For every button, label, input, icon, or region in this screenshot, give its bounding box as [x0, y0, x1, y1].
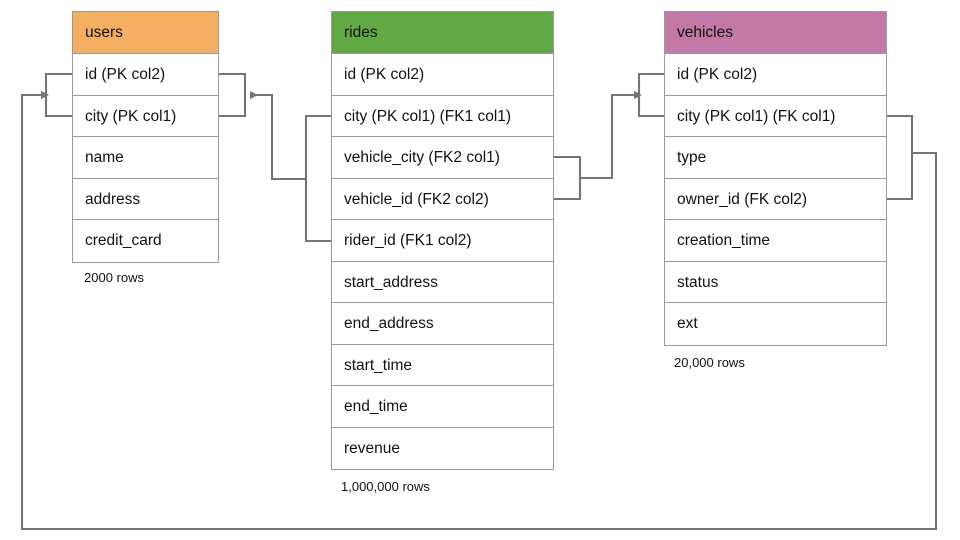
table-rides[interactable]: rides id (PK col2) city (PK col1) (FK1 c…	[331, 11, 554, 470]
table-vehicles-column-creation-time[interactable]: creation_time	[665, 220, 886, 262]
table-vehicles-column-type[interactable]: type	[665, 137, 886, 179]
table-vehicles-column-owner-id[interactable]: owner_id (FK col2)	[665, 178, 886, 220]
table-users-column-id[interactable]: id (PK col2)	[73, 54, 218, 96]
table-vehicles-column-status[interactable]: status	[665, 261, 886, 303]
vehicles-left-bracket	[637, 72, 664, 118]
table-rides-column-vehicle-id[interactable]: vehicle_id (FK2 col2)	[332, 178, 553, 220]
rides-left-bracket-fk1	[304, 114, 331, 243]
vehicles-right-bracket	[887, 114, 914, 201]
table-rides-row-count: 1,000,000 rows	[341, 479, 430, 494]
users-left-bracket	[44, 72, 72, 118]
table-users-header: users	[73, 12, 218, 54]
table-rides-header: rides	[332, 12, 553, 54]
table-vehicles-header: vehicles	[665, 12, 886, 54]
table-rides-column-end-time[interactable]: end_time	[332, 386, 553, 428]
users-right-bracket	[219, 72, 247, 118]
table-users-column-address[interactable]: address	[73, 178, 218, 220]
table-vehicles-column-city[interactable]: city (PK col1) (FK col1)	[665, 95, 886, 137]
table-users-column-name[interactable]: name	[73, 137, 218, 179]
table-users-column-credit-card[interactable]: credit_card	[73, 220, 218, 262]
table-rides-column-vehicle-city[interactable]: vehicle_city (FK2 col1)	[332, 137, 553, 179]
table-rides-column-rider-id[interactable]: rider_id (FK1 col2)	[332, 220, 553, 262]
table-rides-column-revenue[interactable]: revenue	[332, 427, 553, 469]
table-vehicles[interactable]: vehicles id (PK col2) city (PK col1) (FK…	[664, 11, 887, 346]
table-vehicles-column-id[interactable]: id (PK col2)	[665, 54, 886, 96]
table-users[interactable]: users id (PK col2) city (PK col1) name a…	[72, 11, 219, 263]
table-vehicles-column-ext[interactable]: ext	[665, 303, 886, 345]
connector-rides-fk2-to-vehicles	[580, 90, 642, 180]
table-rides-column-city[interactable]: city (PK col1) (FK1 col1)	[332, 95, 553, 137]
table-vehicles-row-count: 20,000 rows	[674, 355, 745, 370]
table-users-row-count: 2000 rows	[84, 270, 144, 285]
table-rides-column-start-time[interactable]: start_time	[332, 344, 553, 386]
table-rides-column-end-address[interactable]: end_address	[332, 303, 553, 345]
rides-right-bracket-fk2	[554, 155, 582, 201]
table-rides-column-id[interactable]: id (PK col2)	[332, 54, 553, 96]
connector-rides-fk1-to-users	[250, 90, 306, 181]
table-users-column-city[interactable]: city (PK col1)	[73, 95, 218, 137]
table-rides-column-start-address[interactable]: start_address	[332, 261, 553, 303]
